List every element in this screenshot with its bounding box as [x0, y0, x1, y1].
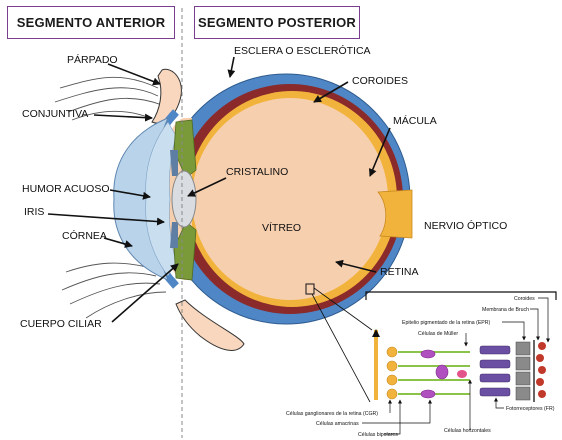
inset-label-horizontales: Células horizontales	[444, 428, 491, 434]
inset-label-bipolares: Células bipolares	[358, 432, 398, 438]
label-cornea: CÓRNEA	[62, 229, 107, 242]
label-nervio-optico: NERVIO ÓPTICO	[424, 219, 507, 232]
label-humor-acuoso: HUMOR ACUOSO	[22, 183, 110, 195]
inset-label-epitelio: Epitelio pigmentado de la retina (EPR)	[402, 320, 491, 326]
label-coroides: COROIDES	[352, 75, 408, 87]
inset-label-muller: Células de Müller	[418, 331, 458, 337]
label-conjuntiva: CONJUNTIVA	[22, 108, 88, 120]
label-macula: MÁCULA	[393, 114, 437, 127]
inset-label-fotorreceptores: Fotorreceptores (FR)	[506, 406, 555, 412]
label-iris: IRIS	[24, 206, 44, 218]
inset-label-amacrinas: Células amacrinas	[316, 421, 359, 427]
label-cuerpo-ciliar: CUERPO CILIAR	[20, 318, 102, 330]
lens	[172, 171, 196, 227]
inset-label-coroides: Coroides	[514, 296, 535, 302]
inset-label-cgr: Células ganglionares de la retina (CGR)	[286, 411, 378, 417]
retina-cell-inset	[376, 330, 546, 402]
label-cristalino: CRISTALINO	[226, 166, 288, 178]
label-esclera: ESCLERA O ESCLERÓTICA	[234, 44, 371, 57]
label-vitreo: VÍTREO	[262, 221, 301, 234]
inset-label-bruch: Membrana de Bruch	[482, 307, 529, 313]
vitreous	[192, 98, 388, 300]
label-retina: RETINA	[380, 266, 419, 278]
